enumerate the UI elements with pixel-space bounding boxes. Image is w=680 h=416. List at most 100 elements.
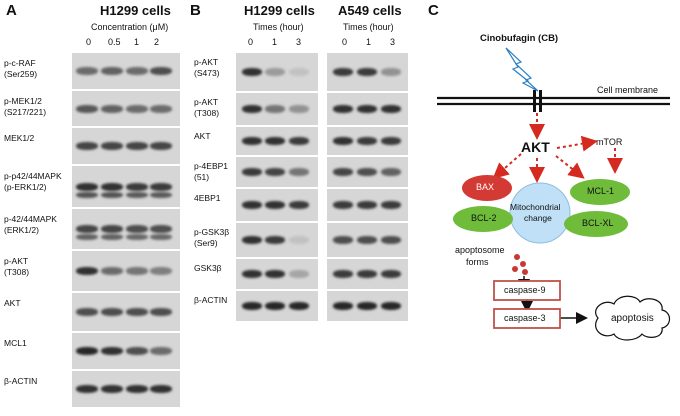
- bcl2-protein: [453, 206, 513, 232]
- blot-strip: [236, 290, 318, 321]
- blot-band: [357, 68, 377, 76]
- protein-label: p-4EBP1: [194, 161, 229, 171]
- blot-band: [289, 201, 309, 209]
- blot-strip: [236, 52, 318, 91]
- blot-band: [101, 67, 123, 75]
- protein-sublabel: (p-ERK1/2): [4, 182, 47, 192]
- blot-strip: [327, 258, 408, 289]
- panel-a-letter: A: [6, 2, 17, 19]
- protein-sublabel: (T308): [194, 108, 220, 118]
- blot-band: [242, 201, 262, 209]
- blot-band: [289, 68, 309, 76]
- protein-label: AKT: [194, 131, 211, 141]
- blot-band: [101, 234, 123, 240]
- blot-strip: [236, 222, 318, 257]
- bax-label: BAX: [476, 182, 495, 192]
- blot-band: [381, 105, 401, 113]
- blot-strip: [236, 258, 318, 289]
- blot-band: [150, 385, 172, 393]
- blot-strip: [72, 292, 180, 331]
- receptor: [539, 90, 542, 112]
- panel-b-lane-labels-a549: 0 1 3: [328, 37, 408, 49]
- blot-band: [76, 385, 98, 393]
- blot-band: [265, 236, 285, 244]
- apoptosome-label-2: forms: [466, 257, 489, 267]
- blot-band: [357, 270, 377, 278]
- blot-band: [126, 267, 148, 275]
- blot-band: [381, 236, 401, 244]
- blot-band: [76, 308, 98, 316]
- bclxl-protein: [564, 211, 628, 237]
- blot-strip: [72, 250, 180, 291]
- blot-band: [126, 182, 148, 191]
- blot-strip: [72, 165, 180, 207]
- protein-sublabel: (Ser259): [4, 69, 38, 79]
- protein-label: p-c-RAF: [4, 58, 36, 68]
- blot-band: [242, 68, 262, 76]
- membrane-label: Cell membrane: [597, 85, 659, 95]
- apoptosome-label-1: apoptosome: [455, 245, 505, 255]
- protein-label: β-ACTIN: [4, 376, 38, 386]
- blot-band: [333, 137, 353, 145]
- lane-label: 0: [248, 37, 254, 47]
- protein-label: p-p42/44MAPK: [4, 171, 62, 181]
- blot-band: [76, 67, 98, 75]
- blot-band: [265, 105, 285, 113]
- blot-band: [126, 234, 148, 240]
- blot-strip: [72, 208, 180, 249]
- apoptosome-dot: [520, 261, 526, 267]
- blot-band: [101, 308, 123, 316]
- blot-strip: [72, 370, 180, 407]
- protein-label: p-GSK3β: [194, 227, 230, 237]
- blot-strip: [327, 188, 408, 221]
- protein-sublabel: (S217/221): [4, 107, 47, 117]
- panel-a-lane-labels: 0 0.5 1 2: [72, 37, 182, 49]
- protein-label: 4EBP1: [194, 193, 221, 203]
- protein-sublabel: (51): [194, 172, 210, 182]
- protein-sublabel: (T308): [4, 267, 30, 277]
- blot-band: [242, 168, 262, 176]
- lane-label: 0: [342, 37, 348, 47]
- blot-strip: [327, 126, 408, 155]
- arrow-akt-bax: [492, 153, 522, 179]
- blot-band: [242, 302, 262, 310]
- blot-band: [265, 68, 285, 76]
- caspase3-box: [493, 308, 561, 329]
- blot-band: [150, 142, 172, 150]
- mtor-label: mTOR: [596, 137, 623, 147]
- protein-label: p-MEK1/2: [4, 96, 42, 106]
- bcl2-label: BCL-2: [471, 213, 497, 223]
- panel-b-title-h1299: H1299 cells: [244, 3, 315, 18]
- blot-band: [126, 67, 148, 75]
- blot-band: [101, 182, 123, 191]
- mcl1-label: MCL-1: [587, 186, 615, 196]
- blot-band: [381, 68, 401, 76]
- blot-band: [76, 225, 98, 233]
- blot-band: [101, 225, 123, 233]
- blot-band: [242, 137, 262, 145]
- blot-band: [289, 105, 309, 113]
- blot-band: [333, 105, 353, 113]
- lane-label: 0.5: [108, 37, 121, 47]
- blot-strip: [327, 52, 408, 91]
- blot-band: [150, 225, 172, 233]
- blot-band: [150, 104, 172, 113]
- protein-label: GSK3β: [194, 263, 222, 273]
- apoptosome-dot: [522, 269, 528, 275]
- blot-strip: [327, 222, 408, 257]
- blot-strip: [72, 127, 180, 164]
- blot-band: [76, 234, 98, 240]
- blot-band: [289, 168, 309, 176]
- drug-label: Cinobufagin (CB): [480, 33, 559, 44]
- protein-label: AKT: [4, 298, 21, 308]
- blot-band: [242, 105, 262, 113]
- akt-label: AKT: [521, 139, 550, 155]
- lane-label: 3: [390, 37, 396, 47]
- blot-band: [381, 270, 401, 278]
- apoptosis-label: apoptosis: [611, 313, 654, 324]
- blot-band: [265, 201, 285, 209]
- mcl1-protein: [570, 179, 630, 205]
- blot-band: [101, 347, 123, 355]
